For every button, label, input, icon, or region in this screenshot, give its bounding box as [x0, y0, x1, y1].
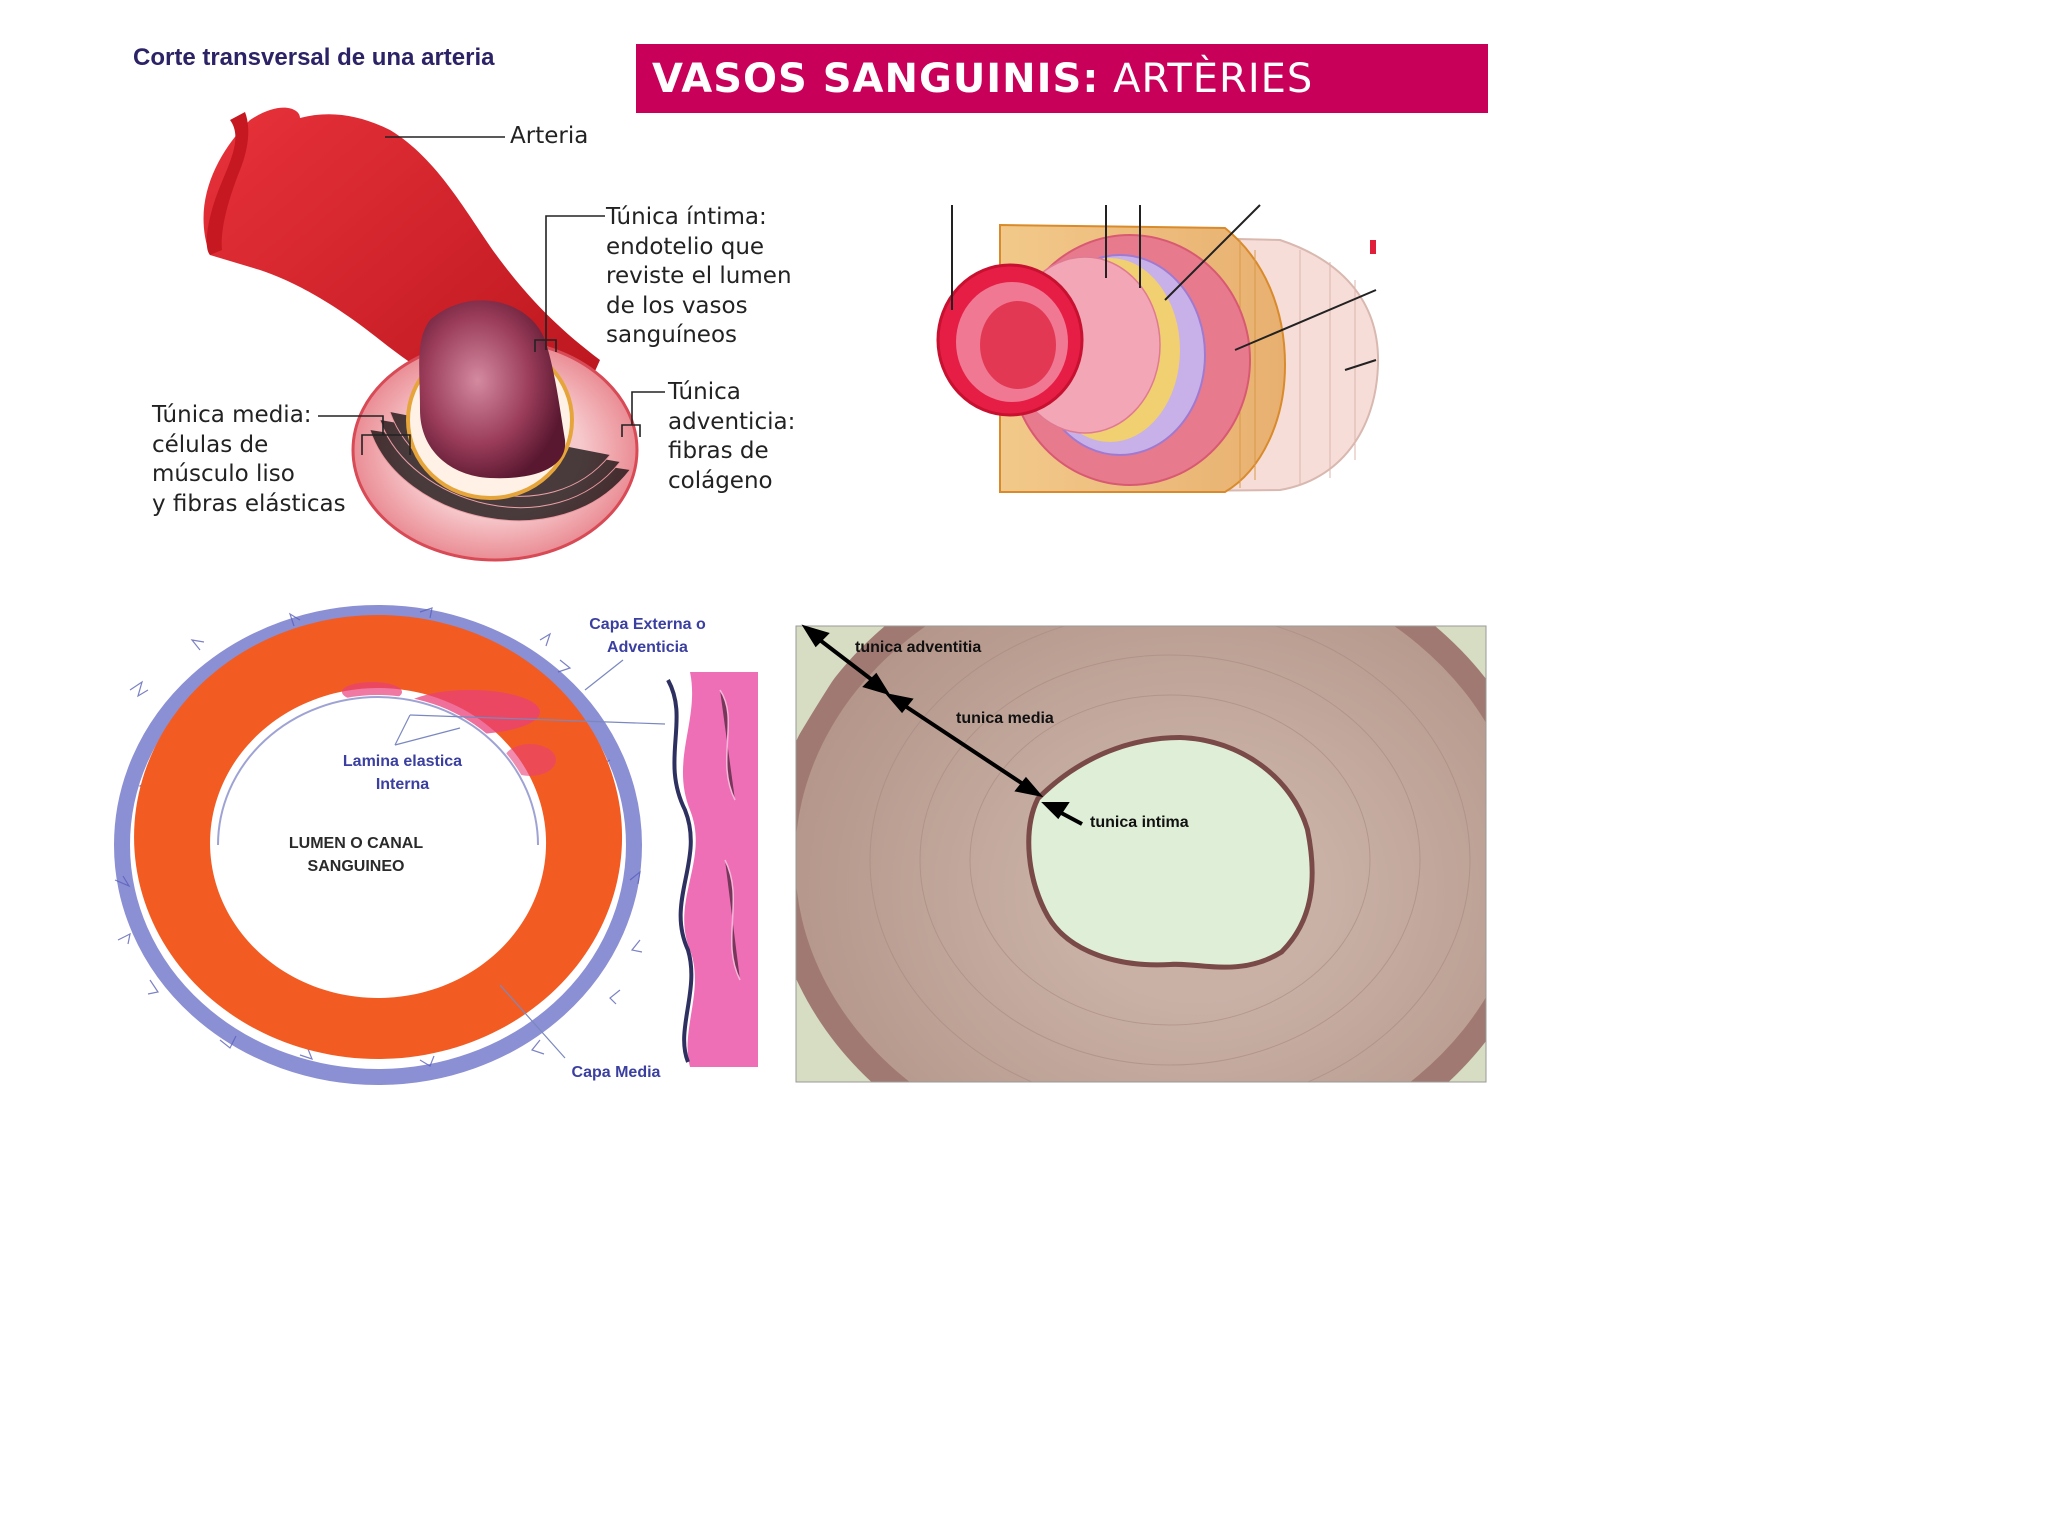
micrograph-lumen [1031, 740, 1310, 965]
lumen-canal [216, 695, 540, 995]
label-line: Capa Externa o [589, 616, 706, 633]
artery-diagram-caption: Corte transversal de una arteria [133, 44, 495, 71]
capa-externa-ring [114, 605, 642, 1085]
label-line: colágeno [668, 467, 773, 494]
label-lamina-elastica: Lamina elastica Interna [320, 750, 485, 796]
label-micro-tunica-media: tunica media [956, 710, 1054, 727]
label-line: endotelio que [606, 233, 765, 260]
page-title: VASOS SANGUINIS: ARTÈRIES [652, 56, 1313, 102]
label-micro-tunica-intima: tunica intima [1090, 814, 1189, 831]
label-line: Interna [375, 776, 430, 793]
label-line: Túnica [668, 379, 741, 405]
label-line: Lamina elastica [342, 753, 463, 770]
side-tissue-strip [682, 672, 758, 1067]
label-arteria: Arteria [510, 123, 589, 149]
title-banner: VASOS SANGUINIS: ARTÈRIES [636, 44, 1488, 113]
label-tunica-adventitia: tunica adventitia [855, 639, 982, 656]
label-line: músculo liso [152, 461, 295, 487]
title-bold: VASOS SANGUINIS: [652, 56, 1100, 102]
artery-lumen [419, 300, 566, 479]
label-tunica-adventicia: Túnica adventicia: fibras de colágeno [668, 378, 795, 496]
label-tunica-intima: Túnica íntima: endotelio que reviste el … [606, 203, 792, 351]
label-line: fibras de [668, 438, 769, 464]
label-line: sanguíneos [606, 322, 738, 348]
vessel-layers-illustration [936, 204, 1380, 494]
label-line: Túnica media: [152, 402, 312, 428]
histology-stained-artery [114, 605, 758, 1085]
label-line: LUMEN O CANAL [288, 835, 424, 852]
label-line: reviste el lumen [606, 263, 792, 289]
artery-illustration [203, 107, 665, 562]
title-normal: ARTÈRIES [1113, 56, 1314, 102]
label-line: de los vasos [606, 292, 748, 319]
label-line: adventicia: [668, 408, 796, 435]
histology-micrograph [795, 624, 1487, 1083]
label-lumen-canal: LUMEN O CANAL SANGUINEO [266, 832, 446, 878]
label-line: y fibras elásticas [152, 490, 346, 517]
label-tunica-media: Túnica media: células de músculo liso y … [152, 401, 346, 519]
label-line: SANGUINEO [307, 858, 405, 875]
label-line: Adventicia [607, 639, 688, 656]
label-capa-externa: Capa Externa o Adventicia [565, 613, 730, 659]
label-line: células de [152, 431, 269, 458]
label-capa-media: Capa Media [571, 1064, 661, 1081]
label-line: Túnica íntima: [606, 204, 767, 230]
